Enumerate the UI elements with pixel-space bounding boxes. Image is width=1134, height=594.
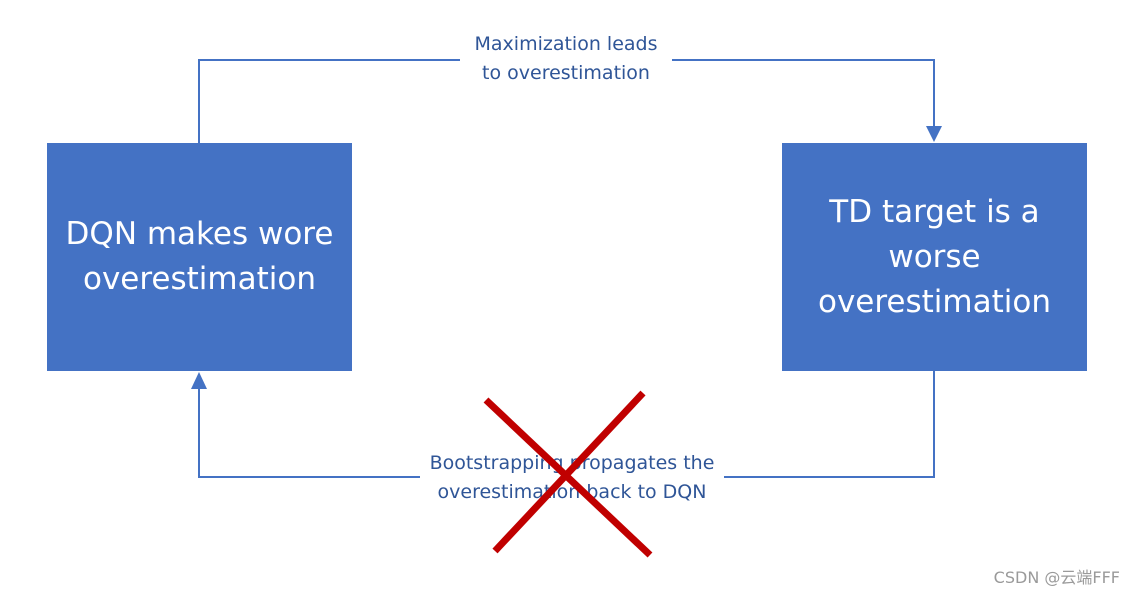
- top-edge-arrowhead: [926, 126, 942, 142]
- top-edge-label: Maximization leads to overestimation: [460, 30, 672, 88]
- dqn-overestimation-box: DQN makes wore overestimation: [47, 143, 352, 371]
- dqn-overestimation-text: DQN makes wore overestimation: [65, 216, 334, 297]
- bottom-edge-arrowhead: [191, 372, 207, 389]
- cross-stroke-2: [492, 390, 646, 554]
- bottom-edge-label: Bootstrapping propagates the overestimat…: [420, 449, 724, 507]
- watermark: CSDN @云端FFF: [993, 568, 1120, 587]
- td-target-text: TD target is a worse overestimation: [817, 193, 1051, 320]
- td-target-box: TD target is a worse overestimation: [782, 143, 1087, 371]
